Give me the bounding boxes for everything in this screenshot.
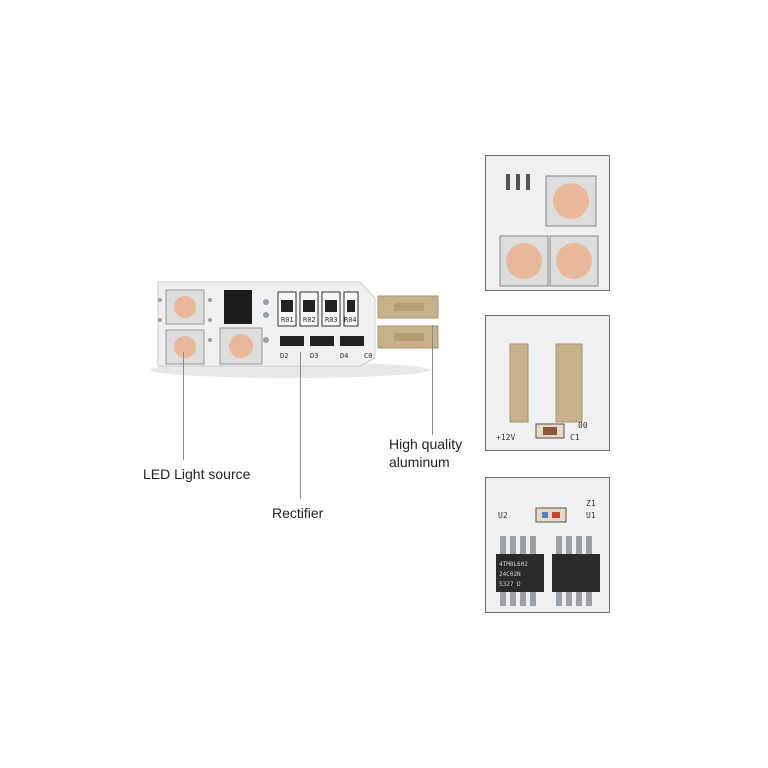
chip-closeup-inset: U2 U1 Z1 4TM8L602 24C02N 5327 D: [485, 477, 610, 613]
connector-closeup-inset: +12V C1 00: [485, 315, 610, 451]
chip-text: 4TM8L602: [499, 561, 528, 568]
resistor-label: R03: [325, 316, 338, 324]
u2-label: U2: [498, 511, 508, 520]
plus12v-label: +12V: [496, 433, 515, 442]
aluminum-tab: [377, 295, 439, 349]
resistor-label: R04: [344, 316, 357, 324]
rectifier-leader-line: [300, 352, 301, 499]
z1-label: Z1: [586, 499, 596, 508]
led-board-photo: R01 R02 R03 R04 D2 D3 D4 C0: [150, 270, 450, 380]
led-chip: [219, 327, 263, 365]
led-chip: [165, 289, 205, 325]
resistor-label: R01: [281, 316, 294, 324]
led-light-source-label: LED Light source: [143, 466, 251, 482]
rectifier-label: Rectifier: [272, 505, 324, 521]
c1-label: C1: [570, 433, 580, 442]
diode-label: D3: [310, 352, 318, 360]
chip-text: 5327 D: [499, 581, 521, 588]
resistor-label: R02: [303, 316, 316, 324]
led-leader-line: [183, 352, 184, 460]
high-quality-label: High quality: [389, 436, 463, 452]
led-closeup-inset: [485, 155, 610, 291]
aluminum-leader-line: [432, 325, 433, 435]
capacitor-label: C0: [364, 352, 372, 360]
aluminum-label: aluminum: [389, 454, 450, 470]
zero-label: 00: [578, 421, 588, 430]
diode-label: D4: [340, 352, 348, 360]
led-chip: [165, 329, 205, 365]
diode-label: D2: [280, 352, 288, 360]
chip-text: 24C02N: [499, 571, 521, 578]
u1-label: U1: [586, 511, 596, 520]
